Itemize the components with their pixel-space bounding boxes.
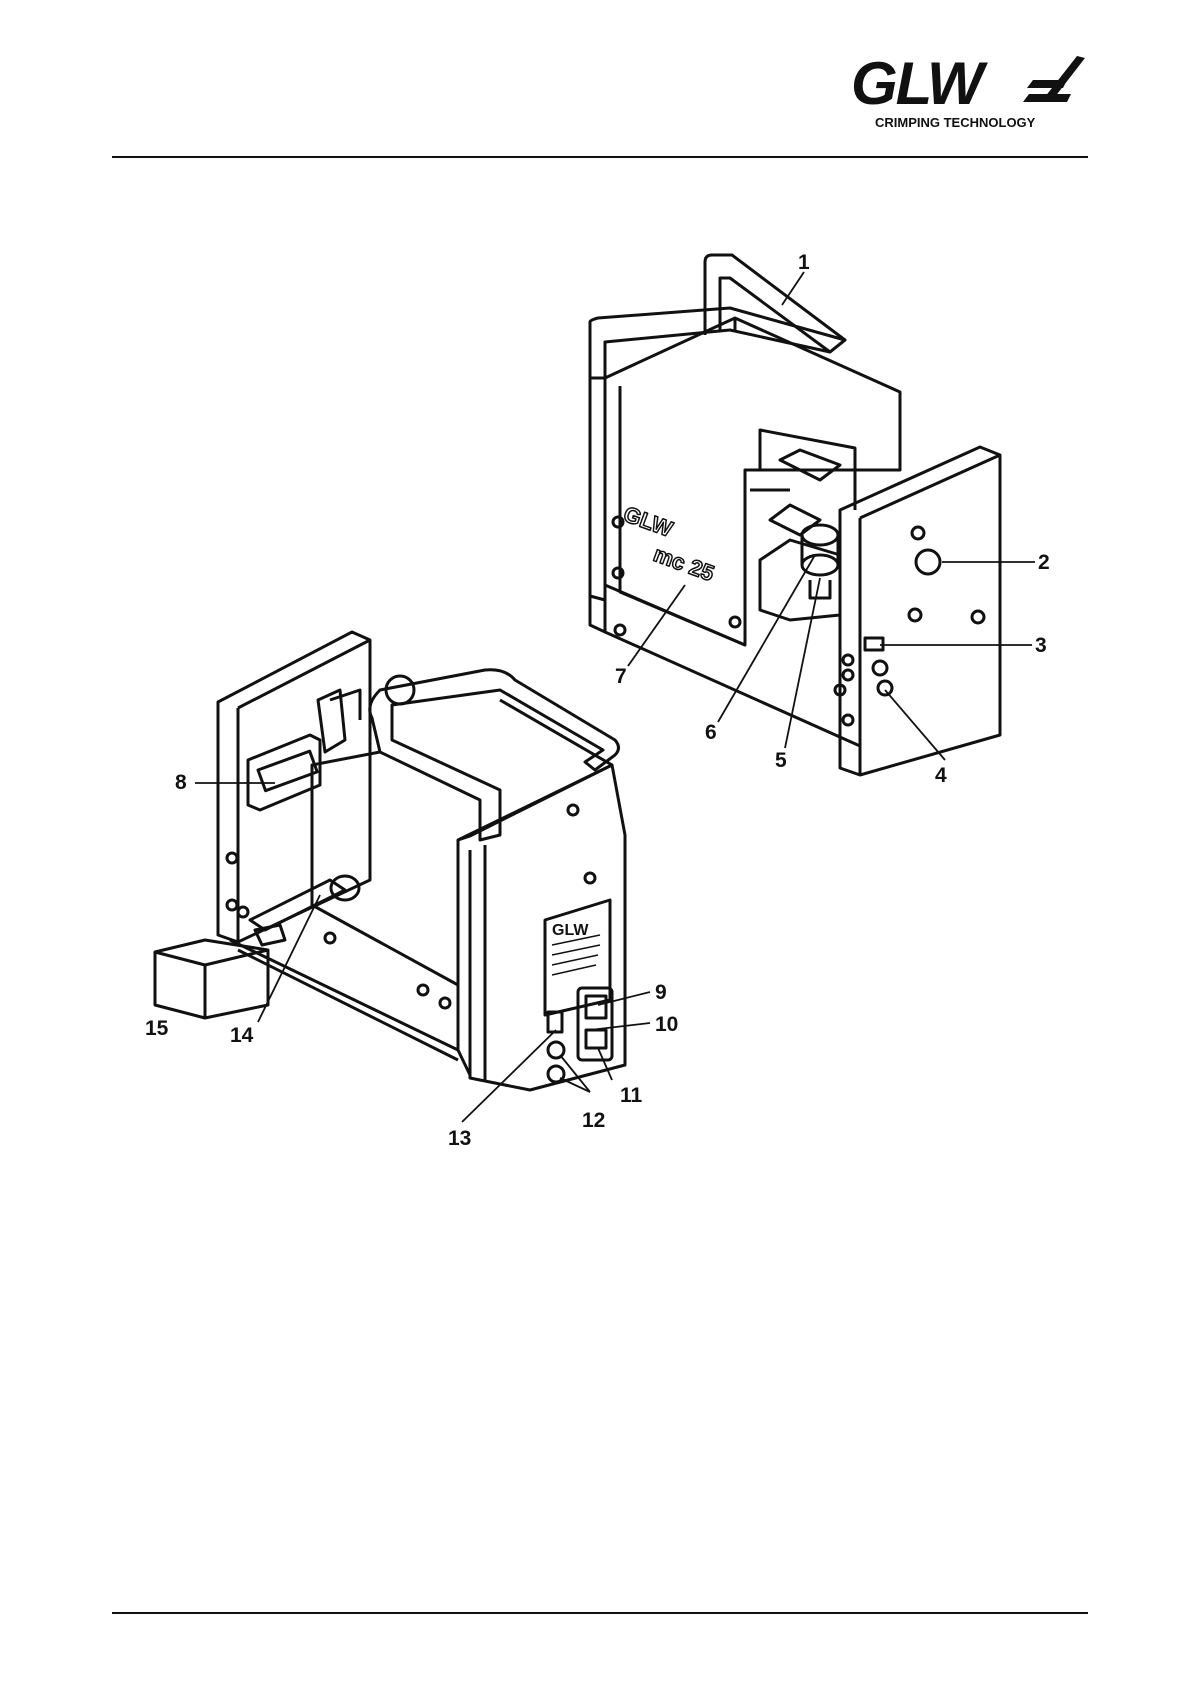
callout-9: 9 — [655, 982, 667, 1003]
rear-view-machine: GLW — [155, 632, 625, 1090]
callout-4: 4 — [935, 765, 947, 786]
callout-14: 14 — [230, 1025, 253, 1046]
callout-13: 13 — [448, 1128, 471, 1149]
front-brand-label: GLW — [620, 501, 676, 542]
footer-rule — [112, 1612, 1088, 1614]
callout-8: 8 — [175, 772, 187, 793]
callout-5: 5 — [775, 750, 787, 771]
callout-15: 15 — [145, 1018, 168, 1039]
callout-11: 11 — [620, 1085, 642, 1106]
callout-1: 1 — [798, 252, 810, 273]
callout-3: 3 — [1035, 635, 1047, 656]
front-model-label: mc 25 — [650, 541, 717, 586]
callout-10: 10 — [655, 1014, 678, 1035]
rear-plate-label: GLW — [552, 922, 589, 939]
callout-12: 12 — [582, 1110, 605, 1131]
callout-6: 6 — [705, 722, 717, 743]
callout-2: 2 — [1038, 552, 1050, 573]
callout-7: 7 — [615, 666, 627, 687]
